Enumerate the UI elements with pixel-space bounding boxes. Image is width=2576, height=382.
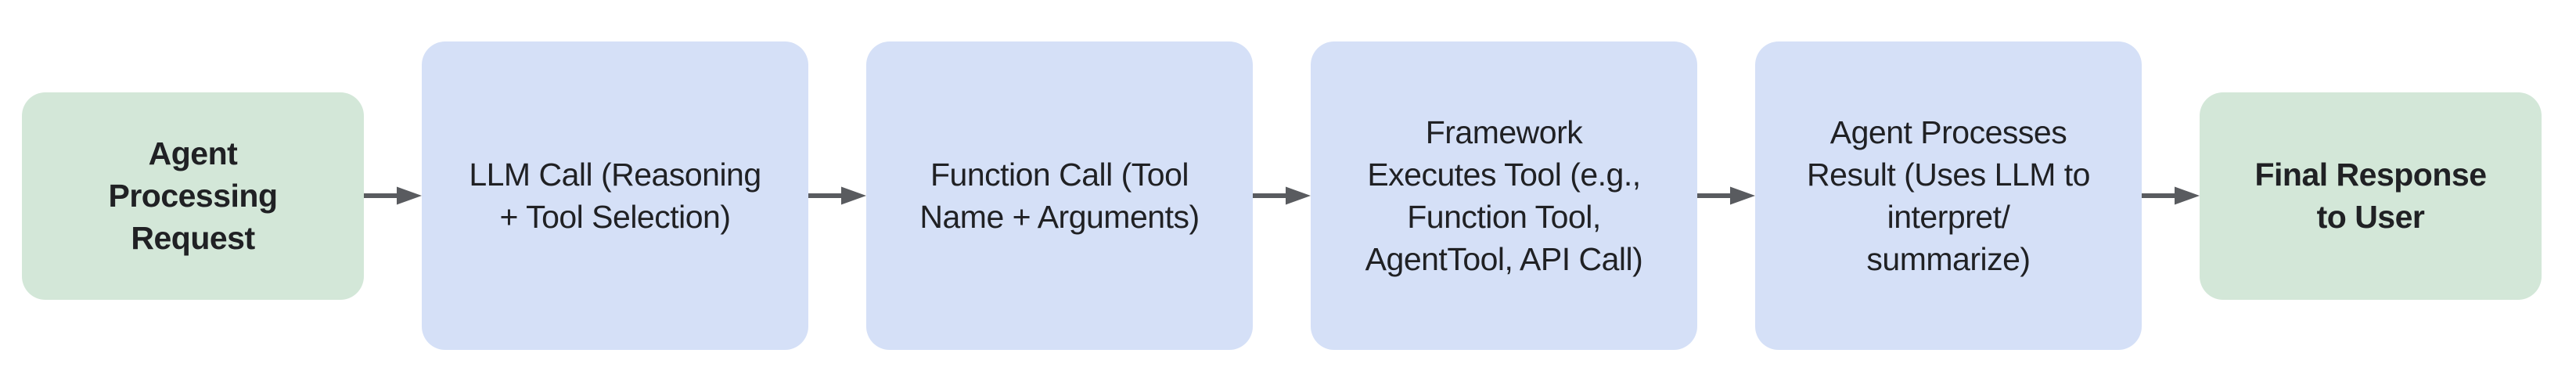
node-label: Final Response to User — [2254, 157, 2487, 235]
node-agent-processing-request: Agent Processing Request — [22, 92, 364, 300]
node-final-response-to-user: Final Response to User — [2200, 92, 2542, 300]
flow-arrow-icon — [1697, 180, 1755, 211]
flow-arrow-icon — [808, 180, 866, 211]
node-framework-executes-tool: Framework Executes Tool (e.g., Function … — [1311, 41, 1697, 350]
node-label: Agent Processes Result (Uses LLM to inte… — [1807, 114, 2090, 277]
node-function-call: Function Call (Tool Name + Arguments) — [866, 41, 1253, 350]
flow-arrow-icon — [364, 180, 422, 211]
node-label: Agent Processing Request — [108, 135, 278, 256]
flow-arrow-icon — [1253, 180, 1311, 211]
node-label: LLM Call (Reasoning + Tool Selection) — [469, 157, 761, 235]
node-label: Framework Executes Tool (e.g., Function … — [1365, 114, 1643, 277]
flow-arrow-icon — [2142, 180, 2200, 211]
node-agent-processes-result: Agent Processes Result (Uses LLM to inte… — [1755, 41, 2142, 350]
node-label: Function Call (Tool Name + Arguments) — [919, 157, 1200, 235]
node-llm-call: LLM Call (Reasoning + Tool Selection) — [422, 41, 808, 350]
